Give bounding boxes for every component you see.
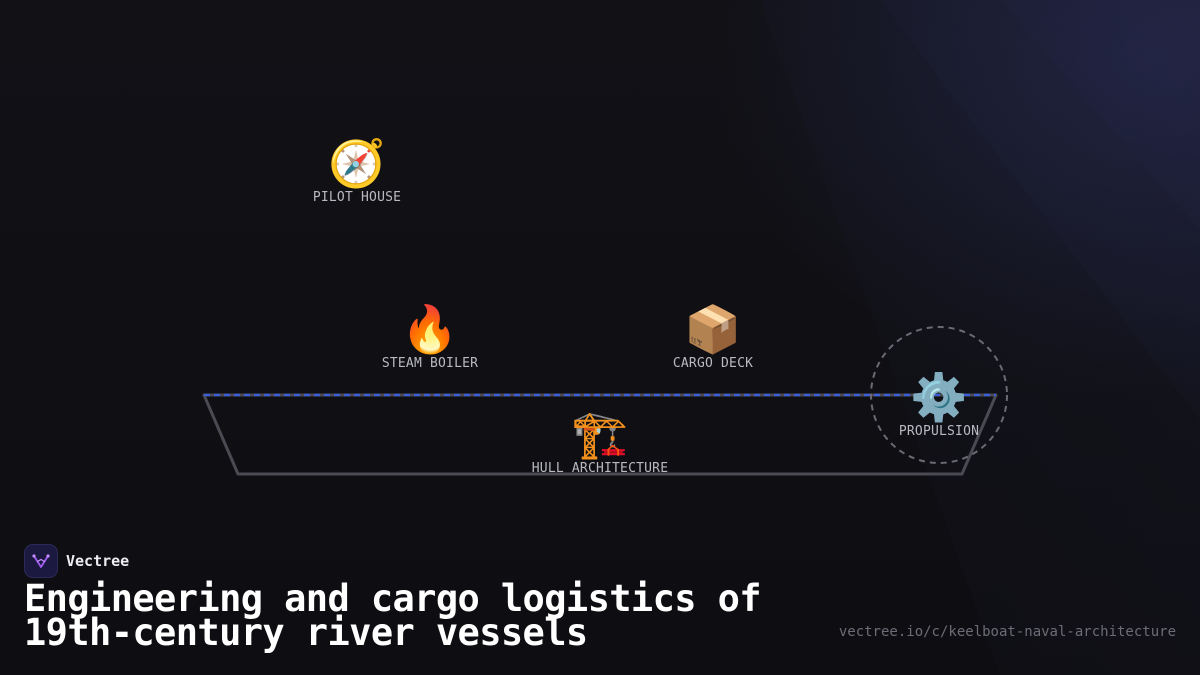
brand-name: Vectree	[66, 552, 130, 570]
node-pilot-house[interactable]: 🧭 PILOT HOUSE	[313, 136, 401, 205]
crane-icon: 🏗️	[571, 407, 629, 461]
node-label: CARGO DECK	[672, 356, 754, 371]
node-label: PROPULSION	[898, 424, 980, 439]
compass-icon: 🧭	[328, 136, 386, 190]
node-label: PILOT HOUSE	[312, 190, 402, 205]
title-line-2: 19th-century river vessels	[24, 611, 588, 654]
propulsion-highlight-ring	[870, 326, 1008, 464]
fire-icon: 🔥	[401, 302, 459, 356]
gear-icon: ⚙️	[910, 370, 968, 424]
source-url[interactable]: vectree.io/c/keelboat-naval-architecture	[838, 624, 1176, 640]
page-title: Engineering and cargo logistics of 19th-…	[24, 580, 824, 651]
vectree-logo-icon	[24, 544, 58, 578]
package-icon: 📦	[684, 302, 742, 356]
node-hull-architecture[interactable]: 🏗️ HULL ARCHITECTURE	[532, 407, 668, 476]
node-label: HULL ARCHITECTURE	[531, 461, 669, 476]
node-steam-boiler[interactable]: 🔥 STEAM BOILER	[382, 302, 478, 371]
hull-outline	[202, 393, 998, 476]
node-propulsion[interactable]: ⚙️ PROPULSION	[899, 370, 979, 439]
title-line-1: Engineering and cargo logistics of	[24, 577, 762, 620]
node-cargo-deck[interactable]: 📦 CARGO DECK	[673, 302, 753, 371]
node-label: STEAM BOILER	[381, 356, 479, 371]
brand[interactable]: Vectree	[24, 544, 129, 578]
